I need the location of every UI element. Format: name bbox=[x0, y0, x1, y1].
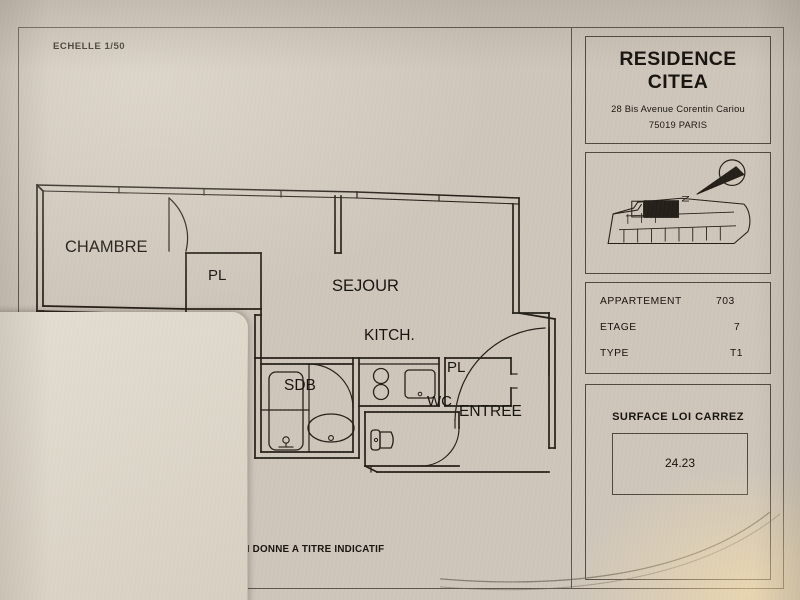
overlapping-paper-sheet bbox=[0, 312, 248, 600]
info-value: 7 bbox=[734, 322, 741, 333]
north-label: N bbox=[681, 195, 692, 202]
room-label-chambre: CHAMBRE bbox=[65, 238, 148, 256]
room-label-entree: ENTREE bbox=[459, 403, 522, 420]
info-row-etage: ETAGE 7 bbox=[600, 322, 760, 338]
info-key: APPARTEMENT bbox=[600, 296, 682, 307]
residence-address: 28 Bis Avenue Corentin Cariou 75019 PARI… bbox=[611, 103, 745, 130]
info-row-type: TYPE T1 bbox=[600, 348, 760, 364]
room-label-kitchen: KITCH. bbox=[364, 327, 415, 344]
residence-name: RESIDENCE CITEA bbox=[619, 48, 737, 93]
key-plan-block: N bbox=[585, 152, 771, 274]
room-label-pl-chambre: PL bbox=[208, 267, 226, 284]
column-divider bbox=[571, 27, 572, 589]
apartment-info-block: APPARTEMENT 703 ETAGE 7 TYPE T1 bbox=[585, 282, 771, 374]
info-value: T1 bbox=[730, 348, 744, 359]
surface-block: SURFACE LOI CARREZ 24.23 bbox=[585, 384, 771, 580]
room-label-pl-entree: PL bbox=[447, 359, 465, 376]
surface-value: 24.23 bbox=[664, 456, 696, 470]
info-key: ETAGE bbox=[600, 322, 637, 333]
info-row-appartement: APPARTEMENT 703 bbox=[600, 296, 760, 312]
highlighted-unit bbox=[643, 200, 679, 218]
room-label-wc: WC bbox=[427, 393, 452, 410]
surface-value-box: 24.23 bbox=[612, 433, 748, 495]
room-label-sejour: SEJOUR bbox=[332, 277, 399, 295]
info-value: 703 bbox=[716, 296, 735, 307]
indicative-plan-note: * PLAN DONNE A TITRE INDICATIF bbox=[215, 544, 385, 555]
room-label-sdb: SDB bbox=[284, 377, 316, 394]
scale-label: ECHELLE 1/50 bbox=[53, 41, 126, 52]
surface-title: SURFACE LOI CARREZ bbox=[612, 411, 744, 423]
info-key: TYPE bbox=[600, 348, 629, 359]
title-block: RESIDENCE CITEA 28 Bis Avenue Corentin C… bbox=[585, 36, 771, 144]
